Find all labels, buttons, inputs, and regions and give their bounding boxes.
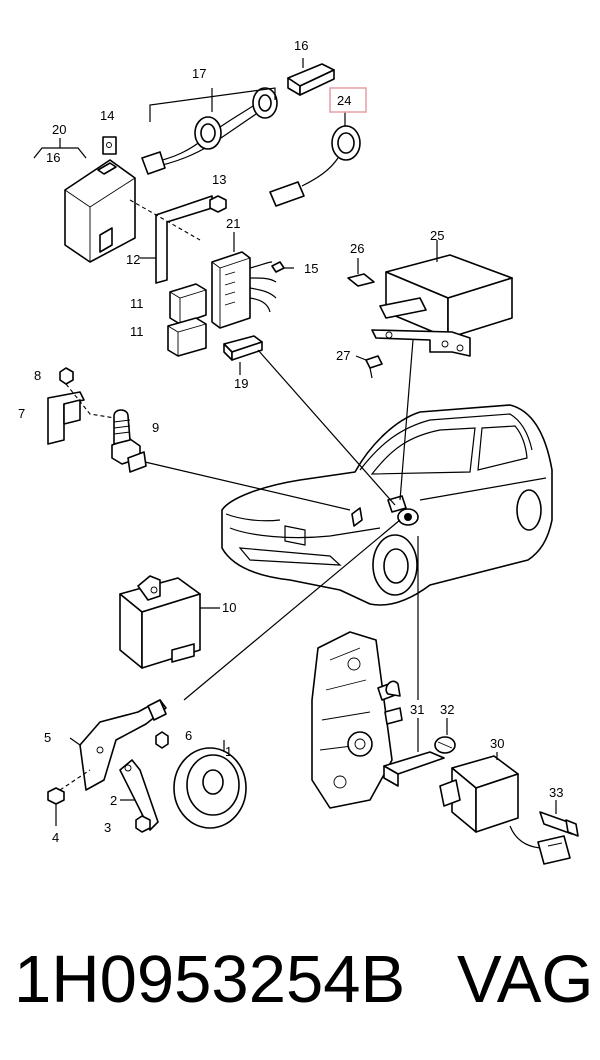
part-9-switch <box>111 409 147 473</box>
callout-32: 32 <box>440 702 454 717</box>
callout-19: 19 <box>234 376 248 391</box>
part-10-control-unit <box>119 575 220 669</box>
brand-label: VAG <box>457 942 594 1017</box>
part-13-nut <box>209 195 227 213</box>
footer: 1H0953254B VAG <box>0 930 600 1030</box>
callout-labels: 1 2 3 4 5 6 7 8 9 10 11 11 12 13 14 15 1… <box>18 38 563 845</box>
part-number: 1H0953254B <box>14 942 406 1017</box>
callout-7: 7 <box>18 406 25 421</box>
part-3-nut <box>135 815 151 833</box>
part-25-control-unit <box>379 240 513 339</box>
part-15-screw <box>271 261 294 273</box>
part-6-nut <box>155 731 169 749</box>
part-27-screw <box>355 355 383 379</box>
lock-mechanism <box>311 631 403 809</box>
callout-13: 13 <box>212 172 226 187</box>
callout-9: 9 <box>152 420 159 435</box>
callout-25: 25 <box>430 228 444 243</box>
part-11-relay-upper <box>169 283 207 325</box>
callout-14: 14 <box>100 108 114 123</box>
part-4-bolt <box>47 769 91 826</box>
connector-plug <box>537 835 571 865</box>
part-11-relay-lower <box>167 317 207 357</box>
part-20-relay-carrier <box>64 159 136 263</box>
callout-11-upper: 11 <box>130 296 144 311</box>
part-5-bracket <box>69 699 167 791</box>
callout-30: 30 <box>490 736 504 751</box>
part-1-horn <box>173 740 247 829</box>
part-8-nut <box>59 367 74 385</box>
callout-24-highlight: 24 <box>329 87 367 113</box>
callout-26: 26 <box>350 241 364 256</box>
callout-16-top: 16 <box>294 38 308 53</box>
callout-16-left: 16 <box>46 150 60 165</box>
part-26-clip <box>347 258 375 287</box>
callout-15: 15 <box>304 261 318 276</box>
part-33-screw <box>539 800 579 837</box>
part-25-mounting-bracket <box>371 329 471 357</box>
callout-3: 3 <box>104 820 111 835</box>
callout-33: 33 <box>549 785 563 800</box>
callout-10: 10 <box>222 600 236 615</box>
callout-20-bracket <box>33 138 87 159</box>
part-24-lamp-socket <box>269 112 361 207</box>
callout-21: 21 <box>226 216 240 231</box>
callout-2: 2 <box>110 793 117 808</box>
leader-lines <box>144 339 419 701</box>
callout-11-lower: 11 <box>130 324 144 339</box>
car-body <box>221 404 553 606</box>
callout-27: 27 <box>336 348 350 363</box>
callout-12: 12 <box>126 252 140 267</box>
part-7-bracket <box>47 383 116 445</box>
part-17-wiring-harness <box>141 87 278 175</box>
callout-6: 6 <box>185 728 192 743</box>
part-19-fuse <box>223 335 263 375</box>
callout-5: 5 <box>44 730 51 745</box>
part-14-clip <box>102 136 117 155</box>
part-32-clip <box>434 718 456 754</box>
part-30-actuator <box>439 752 541 849</box>
part-21-relay-plate <box>211 232 277 329</box>
part-16-connector-housing <box>287 58 335 96</box>
callout-8: 8 <box>34 368 41 383</box>
part-31-rod <box>383 718 445 787</box>
callout-31: 31 <box>410 702 424 717</box>
callout-17: 17 <box>192 66 206 81</box>
callout-4: 4 <box>52 830 59 845</box>
part-12-bracket <box>129 195 213 284</box>
callout-24: 24 <box>337 93 351 108</box>
callout-1: 1 <box>225 744 232 759</box>
callout-20: 20 <box>52 122 66 137</box>
